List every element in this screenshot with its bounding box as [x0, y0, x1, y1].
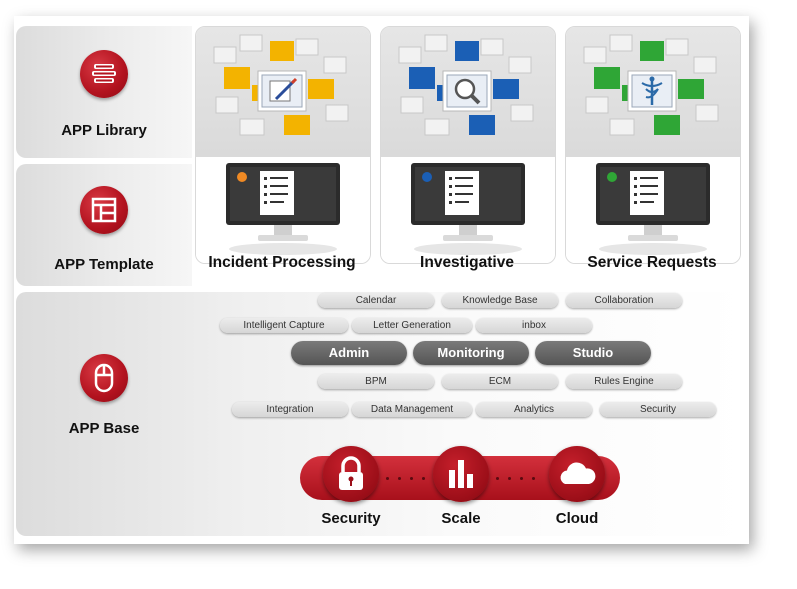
row-label-app-base: APP Base [68, 420, 140, 437]
row-label-app-template: APP Template [54, 256, 154, 273]
platform-label-security: Security [321, 510, 381, 527]
cube-cluster-icon [398, 34, 534, 136]
module-integration[interactable]: Integration [232, 402, 348, 417]
layout-icon [80, 186, 128, 234]
core-admin[interactable]: Admin [291, 341, 407, 365]
app-card-incident-processing[interactable] [195, 26, 371, 264]
connector-dot [508, 477, 511, 480]
app-library-row: APP Library [16, 26, 192, 158]
connector-dot [410, 477, 413, 480]
app-card-hero [566, 27, 740, 157]
module-ecm[interactable]: ECM [442, 374, 558, 389]
platform-label-cloud: Cloud [555, 510, 599, 527]
module-intelligent-capture[interactable]: Intelligent Capture [220, 318, 348, 333]
app-title-investigative: Investigative [420, 254, 514, 271]
module-data-management[interactable]: Data Management [352, 402, 472, 417]
module-analytics[interactable]: Analytics [476, 402, 592, 417]
mouse-icon [80, 354, 128, 402]
cube-cluster-icon [583, 34, 719, 136]
app-card-screen [196, 157, 370, 263]
padlock-icon [323, 446, 379, 502]
connector-dot [520, 477, 523, 480]
connector-dot [532, 477, 535, 480]
module-calendar[interactable]: Calendar [318, 293, 434, 308]
app-card-service-requests[interactable] [565, 26, 741, 264]
module-inbox[interactable]: inbox [476, 318, 592, 333]
bar-chart-icon [433, 446, 489, 502]
platform-label-scale: Scale [441, 510, 481, 527]
connector-dot [422, 477, 425, 480]
module-security[interactable]: Security [600, 402, 716, 417]
module-collaboration[interactable]: Collaboration [566, 293, 682, 308]
app-card-screen [566, 157, 740, 263]
app-card-hero [196, 27, 370, 157]
monitor-icon [411, 163, 525, 255]
app-title-service-requests: Service Requests [587, 254, 717, 271]
monitor-icon [596, 163, 710, 255]
cloud-icon [549, 446, 605, 502]
connector-dot [496, 477, 499, 480]
app-template-row: APP Template [16, 164, 192, 286]
module-bpm[interactable]: BPM [318, 374, 434, 389]
monitor-icon [226, 163, 340, 255]
connector-dot [386, 477, 389, 480]
cube-cluster-icon [213, 34, 349, 136]
row-label-app-library: APP Library [61, 122, 147, 139]
books-icon [80, 50, 128, 98]
app-title-incident-processing: Incident Processing [208, 254, 356, 271]
core-studio[interactable]: Studio [535, 341, 651, 365]
architecture-diagram: APP Library APP Template APP Base [14, 16, 749, 544]
module-knowledge-base[interactable]: Knowledge Base [442, 293, 558, 308]
app-card-screen [381, 157, 555, 263]
core-monitoring[interactable]: Monitoring [413, 341, 529, 365]
connector-dot [398, 477, 401, 480]
module-rules-engine[interactable]: Rules Engine [566, 374, 682, 389]
app-card-hero [381, 27, 555, 157]
app-card-investigative[interactable] [380, 26, 556, 264]
module-letter-generation[interactable]: Letter Generation [352, 318, 472, 333]
